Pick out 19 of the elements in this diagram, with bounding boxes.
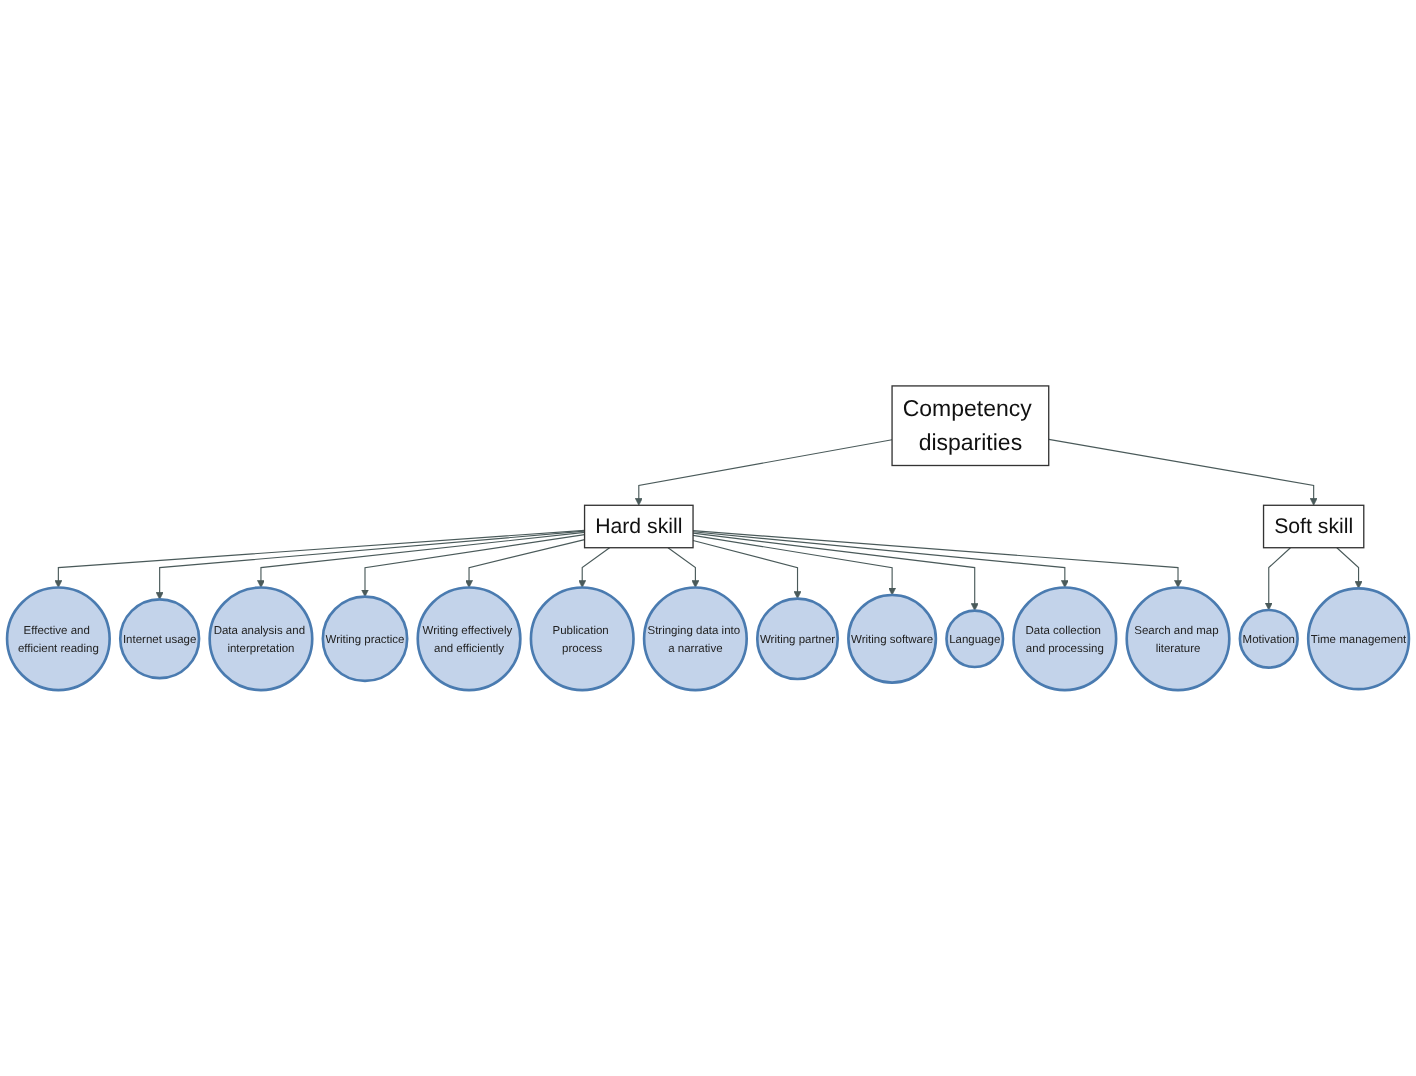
arrow	[667, 547, 700, 588]
arrow	[692, 531, 1069, 588]
arrow	[1264, 547, 1292, 611]
arrow	[155, 530, 586, 600]
arrow	[692, 532, 979, 611]
arrow	[692, 540, 802, 599]
arrow	[634, 439, 893, 506]
arrow	[1048, 438, 1318, 506]
arrow	[1336, 547, 1363, 589]
arrow	[54, 529, 586, 588]
arrow	[578, 547, 611, 588]
node-box: Hard skill	[583, 504, 694, 549]
arrow	[465, 539, 586, 588]
arrow	[692, 534, 896, 596]
node-box: Competency disparities	[891, 385, 1050, 467]
node-box: Soft skill	[1262, 504, 1365, 549]
arrow	[257, 531, 586, 588]
arrow	[692, 530, 1182, 588]
arrow	[361, 534, 586, 597]
